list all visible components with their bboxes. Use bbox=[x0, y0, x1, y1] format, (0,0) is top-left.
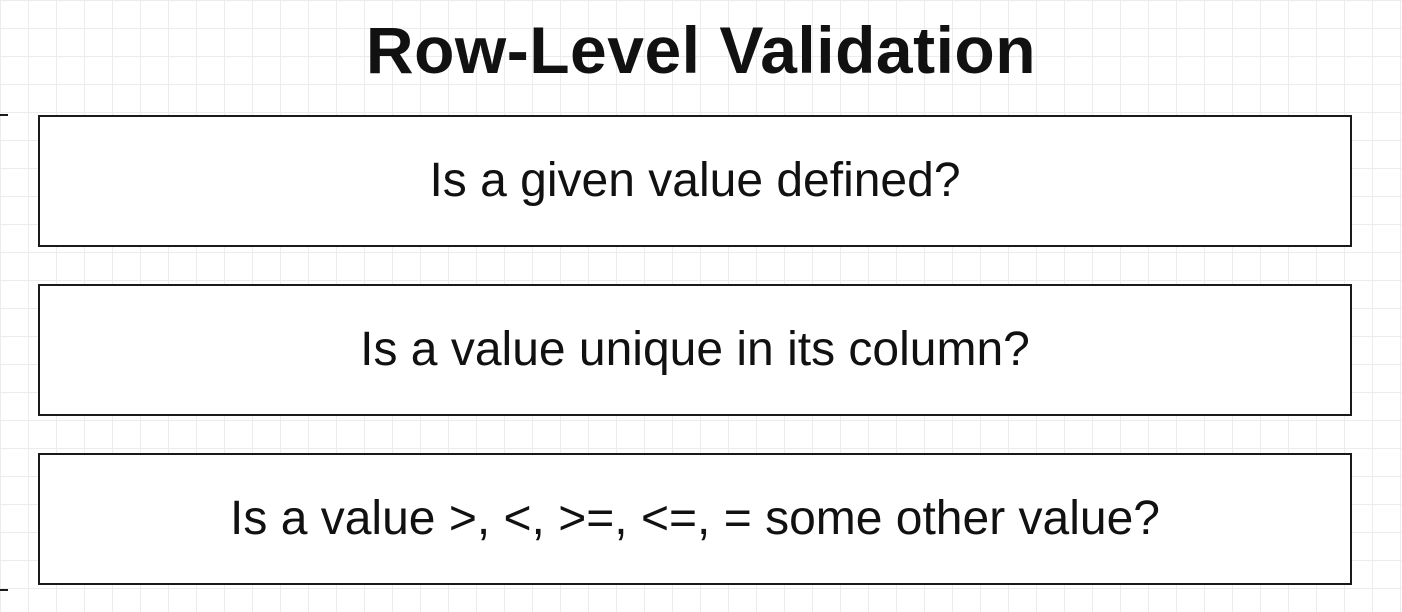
validation-box-unique: Is a value unique in its column? bbox=[38, 284, 1352, 416]
edge-tick-bottom bbox=[0, 589, 8, 591]
validation-box-defined: Is a given value defined? bbox=[38, 115, 1352, 247]
validation-box-label: Is a given value defined? bbox=[429, 154, 961, 207]
diagram-title: Row-Level Validation bbox=[365, 13, 1037, 87]
validation-box-comparison: Is a value >, <, >=, <=, = some other va… bbox=[38, 453, 1352, 585]
validation-box-label: Is a value >, <, >=, <=, = some other va… bbox=[230, 492, 1160, 545]
edge-tick-top bbox=[0, 114, 8, 116]
validation-box-label: Is a value unique in its column? bbox=[360, 323, 1030, 376]
